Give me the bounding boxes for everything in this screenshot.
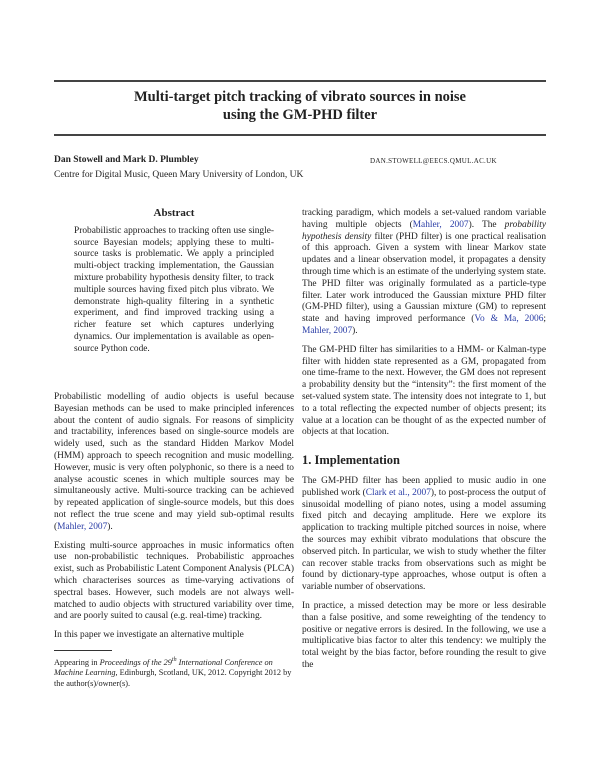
right-paragraph-2: The GM-PHD filter has similarities to a … — [302, 344, 546, 438]
footnote: Appearing in Proceedings of the 29th Int… — [54, 656, 292, 688]
intro-paragraph-3: In this paper we investigate an alternat… — [54, 630, 244, 641]
right-paragraph-1: tracking paradigm, which models a set-va… — [302, 208, 547, 336]
top-rule — [54, 80, 546, 82]
title-line-1: Multi-target pitch tracking of vibrato s… — [134, 89, 466, 105]
implementation-paragraph-2: In practice, a missed detection may be m… — [302, 600, 546, 670]
left-column: Probabilistic modelling of audio objects… — [54, 392, 294, 689]
affiliation: Centre for Digital Music, Queen Mary Uni… — [54, 170, 304, 180]
section-heading-implementation: 1. Implementation — [302, 453, 400, 468]
bottom-rule — [54, 134, 546, 136]
citation-mahler-2007[interactable]: Mahler, 2007 — [412, 219, 469, 230]
footnote-rule — [54, 649, 112, 651]
intro-paragraph-1: Probabilistic modelling of audio objects… — [54, 392, 294, 532]
citation-vo-ma-2006[interactable]: Vo & Ma, 2006 — [474, 314, 544, 325]
author-email[interactable]: DAN.STOWELL@EECS.QMUL.AC.UK — [370, 157, 497, 165]
right-column: tracking paradigm, which models a set-va… — [302, 208, 546, 679]
abstract-text: Probabilistic approaches to tracking oft… — [74, 225, 274, 354]
intro-paragraph-2: Existing multi-source approaches in musi… — [54, 540, 294, 622]
abstract-heading: Abstract — [153, 207, 195, 219]
title-line-2: using the GM-PHD filter — [222, 107, 378, 123]
citation-mahler-2007[interactable]: Mahler, 2007 — [302, 325, 353, 336]
authors: Dan Stowell and Mark D. Plumbley — [54, 155, 199, 165]
paper-title: Multi-target pitch tracking of vibrato s… — [54, 88, 546, 124]
citation-mahler-2007[interactable]: Mahler, 2007 — [57, 521, 108, 532]
citation-clark-2007[interactable]: Clark et al., 2007 — [365, 487, 431, 498]
implementation-paragraph-1: The GM-PHD filter has been applied to mu… — [302, 475, 546, 593]
abstract-block: Abstract Probabilistic approaches to tra… — [74, 207, 274, 363]
